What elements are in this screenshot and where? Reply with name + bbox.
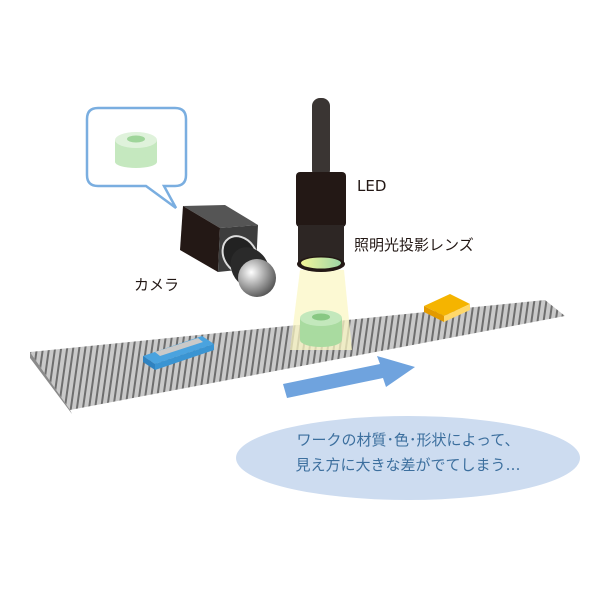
led-label: LED xyxy=(357,177,387,195)
work-ring-green xyxy=(300,310,342,347)
message-bubble xyxy=(236,416,580,500)
camera-label: カメラ xyxy=(134,276,180,294)
led-light xyxy=(296,98,346,272)
lens-label: 照明光投影レンズ xyxy=(354,236,474,254)
camera xyxy=(180,205,276,297)
work-frame-blue xyxy=(143,336,214,370)
message-text: ワークの材質･色･形状によって、 見え方に大きな差がでてしまう… xyxy=(236,428,580,478)
conveyor-belt xyxy=(30,300,565,414)
direction-arrow xyxy=(283,356,415,398)
message-line-2: 見え方に大きな差がでてしまう… xyxy=(295,456,521,474)
work-block-orange xyxy=(424,294,470,322)
bubble-work-icon xyxy=(115,132,157,168)
camera-view-bubble xyxy=(85,106,188,210)
message-line-1: ワークの材質･色･形状によって、 xyxy=(296,431,520,449)
